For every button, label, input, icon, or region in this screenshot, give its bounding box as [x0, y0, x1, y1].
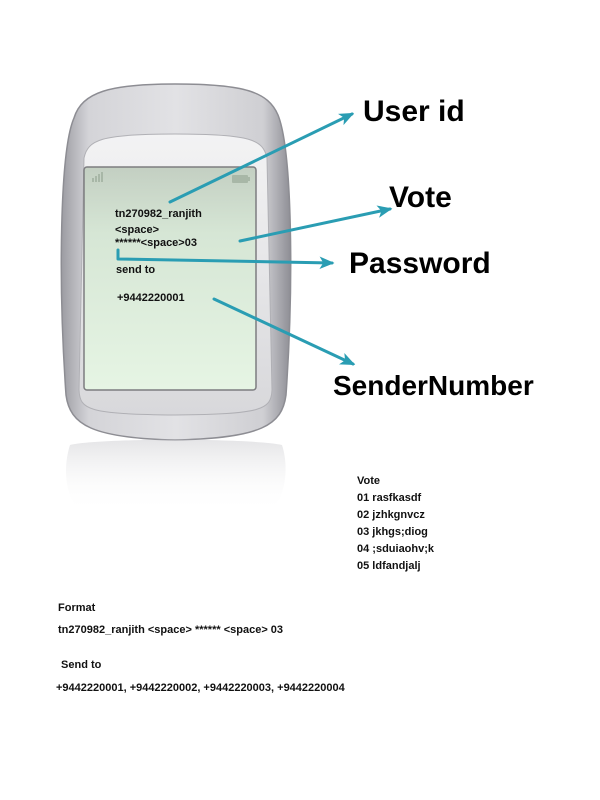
vote-options-title: Vote — [357, 473, 434, 490]
vote-option: 03 jkhgs;diog — [357, 524, 434, 541]
vote-option: 01 rasfkasdf — [357, 490, 434, 507]
battery-icon — [232, 175, 250, 183]
vote-options: Vote 01 rasfkasdf 02 jzhkgnvcz 03 jkhgs;… — [357, 473, 434, 575]
send-to-numbers: +9442220001, +9442220002, +9442220003, +… — [56, 682, 345, 694]
screen-sender-number: +9442220001 — [117, 292, 185, 305]
screen-user-id-line: tn270982_ranjith — [115, 208, 202, 221]
screen-password-vote-line: ******<space>03 — [115, 237, 197, 250]
vote-option: 05 ldfandjalj — [357, 558, 434, 575]
send-to-title: Send to — [58, 659, 101, 671]
phone-hinge-reflection — [66, 440, 286, 512]
vote-option: 04 ;sduiaohv;k — [357, 541, 434, 558]
screen-space-line: <space> — [115, 224, 159, 237]
callout-password: Password — [349, 249, 491, 279]
screen-send-to: send to — [116, 264, 155, 277]
callout-user-id: User id — [363, 97, 465, 127]
format-title: Format — [58, 602, 95, 614]
callout-vote: Vote — [389, 183, 452, 213]
callout-sender-number: SenderNumber — [333, 372, 534, 400]
vote-option: 02 jzhkgnvcz — [357, 507, 434, 524]
format-text: tn270982_ranjith <space> ****** <space> … — [58, 624, 283, 636]
